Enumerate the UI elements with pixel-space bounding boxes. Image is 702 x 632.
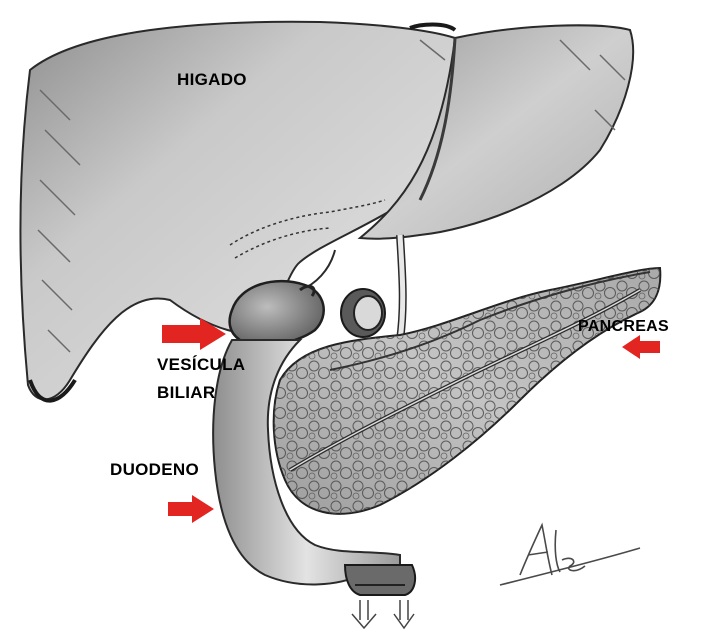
flow-marks <box>352 600 414 628</box>
liver-label: HIGADO <box>177 70 247 90</box>
artist-signature <box>500 525 640 585</box>
pancreas <box>274 268 661 514</box>
arrow-duodeno <box>168 495 214 523</box>
arrow-pancreas <box>622 335 660 359</box>
pancreas-label: PANCREAS <box>578 317 669 337</box>
duodenum-label: DUODENO <box>110 460 199 480</box>
gallbladder-label-line1: VESÍCULA <box>157 355 245 375</box>
right-arrow-icon <box>168 495 214 523</box>
gallbladder-label-line2: BILIAR <box>157 383 215 403</box>
cut-vessel <box>341 289 385 337</box>
left-arrow-icon <box>622 335 660 359</box>
duodenum-stump <box>345 565 415 595</box>
